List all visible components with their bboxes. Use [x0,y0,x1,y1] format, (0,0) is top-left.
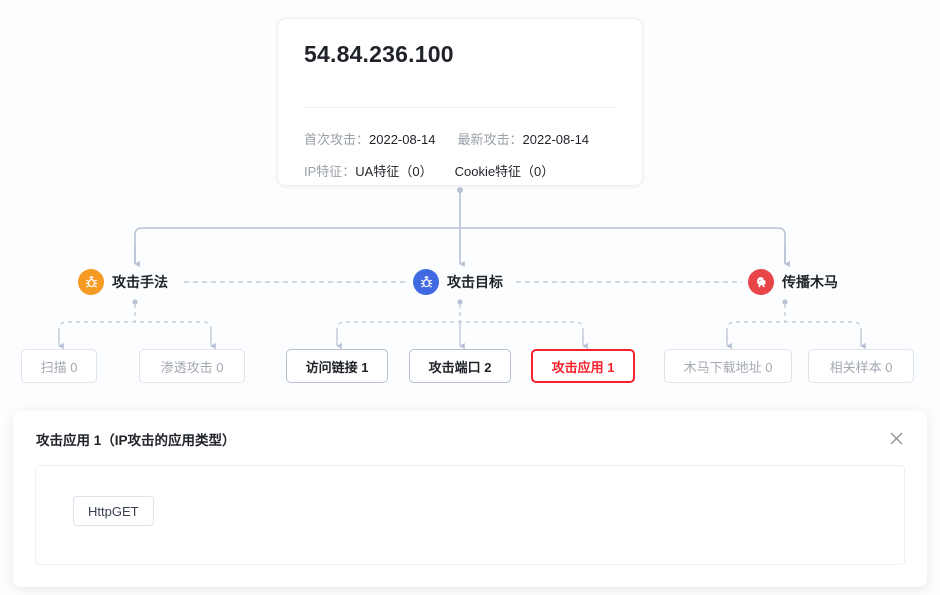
ip-address: 54.84.236.100 [304,41,454,67]
ua-feature-value: UA特征（0） [355,164,433,179]
trojan-icon [748,269,774,295]
bug-icon [413,269,439,295]
leaf-node-access-link[interactable]: 访问链接 1 [286,349,388,383]
category-label: 攻击目标 [447,274,503,290]
close-icon[interactable] [885,427,907,449]
leaf-label: 木马下载地址 0 [683,359,773,375]
card-divider [304,107,616,108]
leaf-label: 扫描 0 [40,359,78,375]
category-node-attack-method[interactable]: 攻击手法 [78,267,168,297]
leaf-label: 攻击端口 2 [428,359,492,375]
detail-panel-body: HttpGET [35,465,905,565]
first-attack-label: 首次攻击： [304,132,370,147]
leaf-node-attack-application[interactable]: 攻击应用 1 [531,349,635,383]
leaf-label: 攻击应用 1 [551,359,615,375]
leaf-label: 渗透攻击 0 [160,359,224,375]
ip-feature-label: IP特征： [304,164,356,179]
last-attack-label: 最新攻击： [457,132,523,147]
bug-icon [78,269,104,295]
detail-panel-title: 攻击应用 1（IP攻击的应用类型） [36,433,236,448]
leaf-node-trojan-download-url[interactable]: 木马下载地址 0 [664,349,792,383]
last-attack-value: 2022-08-14 [522,132,590,147]
detail-tag[interactable]: HttpGET [73,496,154,526]
leaf-node-penetration-attack[interactable]: 渗透攻击 0 [139,349,245,383]
leaf-node-attack-port[interactable]: 攻击端口 2 [409,349,511,383]
leaf-node-related-sample[interactable]: 相关样本 0 [808,349,914,383]
leaf-label: 访问链接 1 [305,359,369,375]
category-label: 攻击手法 [112,274,168,290]
detail-tag-label: HttpGET [88,503,139,519]
detail-panel: 攻击应用 1（IP攻击的应用类型） HttpGET [13,411,927,587]
cookie-feature-value: Cookie特征（0） [454,164,555,179]
ip-feature-row: IP特征：UA特征（0） Cookie特征（0） [304,161,554,180]
category-node-attack-target[interactable]: 攻击目标 [413,267,503,297]
category-label: 传播木马 [782,274,838,290]
category-node-trojan-spread[interactable]: 传播木马 [748,267,838,297]
leaf-node-scan[interactable]: 扫描 0 [21,349,97,383]
first-attack-value: 2022-08-14 [369,132,436,147]
leaf-label: 相关样本 0 [829,359,893,375]
